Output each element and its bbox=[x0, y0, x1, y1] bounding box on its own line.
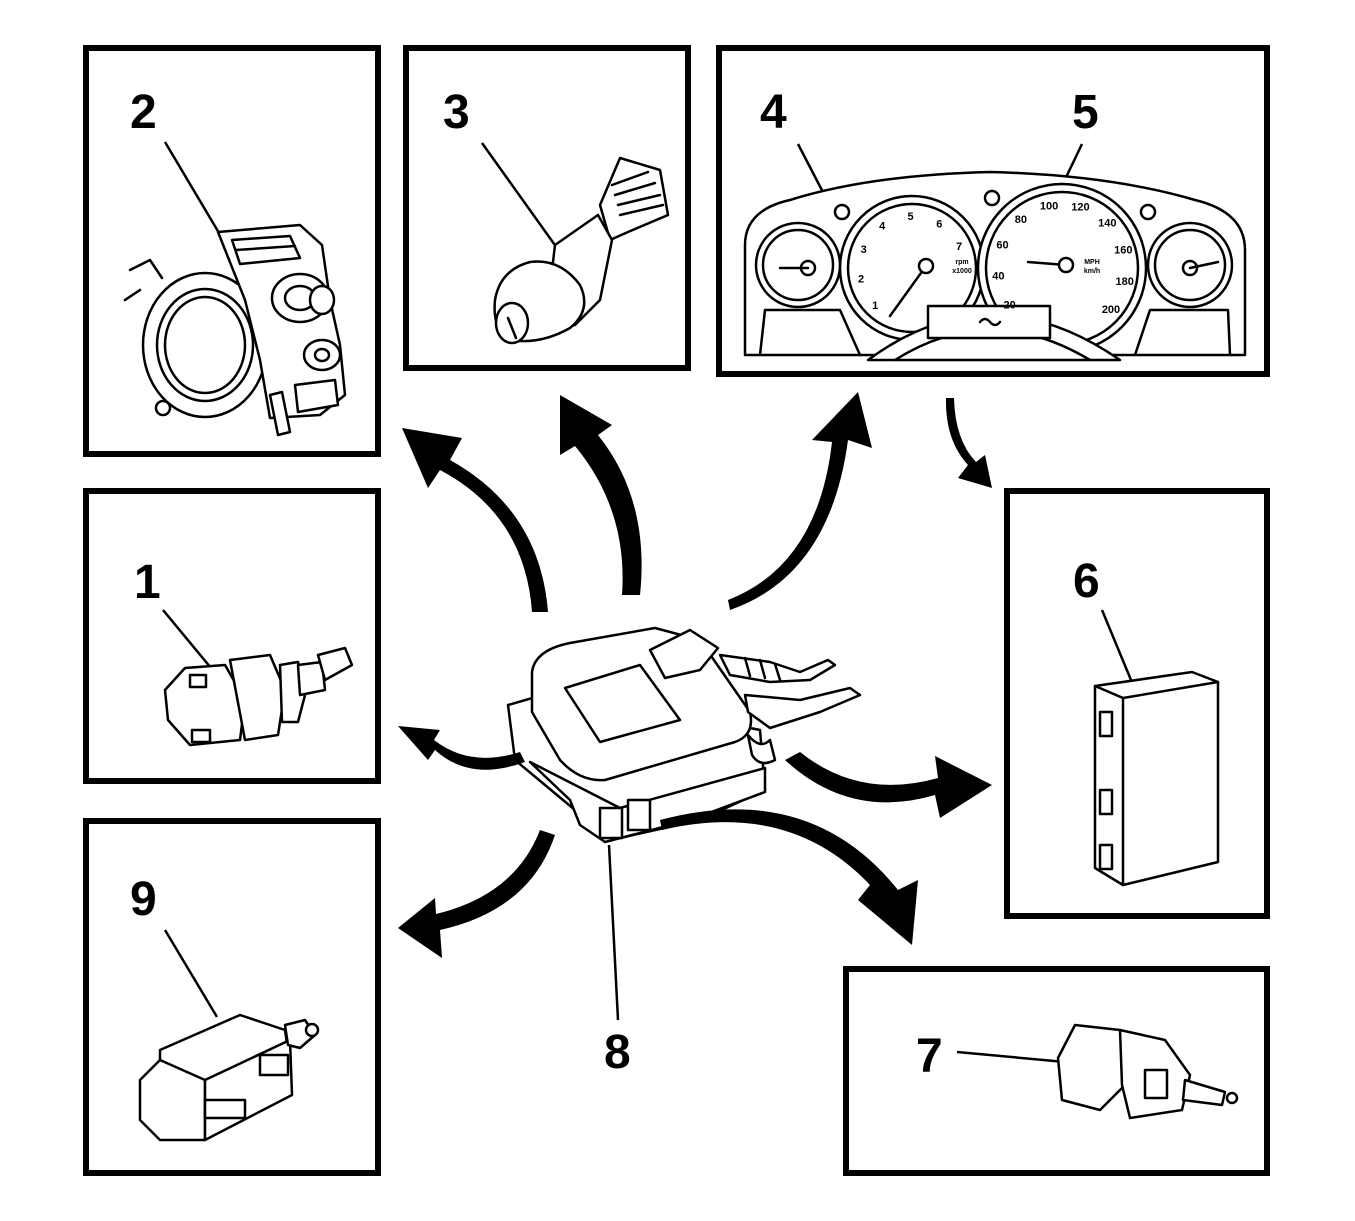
throttle-body-drawing bbox=[123, 223, 347, 437]
tach-unit-label: x1000 bbox=[952, 268, 972, 275]
speedo-tick-label: 140 bbox=[1098, 218, 1116, 230]
panel-9-switch: 9 bbox=[83, 818, 381, 1176]
cluster-drawing bbox=[743, 170, 1247, 362]
switch-drawing bbox=[493, 156, 670, 345]
panel-7-brake-switch: 7 bbox=[843, 966, 1270, 1176]
speedo-tick-label: 40 bbox=[992, 270, 1004, 282]
callout-5: 5 bbox=[1072, 86, 1099, 139]
arrow-to-panel-1 bbox=[398, 726, 525, 770]
tach-tick-label: 2 bbox=[858, 274, 864, 286]
tach-tick-label: 5 bbox=[907, 211, 913, 223]
arrows bbox=[398, 392, 992, 958]
gauge-labels: 1 2 34 5 6 7 rpm x1000 20 40 60 80 100 120 140 160 180 20… bbox=[858, 200, 1134, 316]
callout-6: 6 bbox=[1073, 555, 1100, 608]
central-module-8: 8 bbox=[506, 626, 862, 1079]
module-drawing bbox=[1093, 670, 1220, 887]
arrow-to-panel-2 bbox=[402, 428, 548, 612]
panel-3-switch: 3 bbox=[403, 45, 691, 371]
callout-7: 7 bbox=[916, 1030, 943, 1083]
speedo-tick-label: 180 bbox=[1116, 276, 1134, 288]
speedo-tick-label: 200 bbox=[1102, 304, 1120, 316]
callout-1: 1 bbox=[134, 556, 161, 609]
speedo-tick-label: 20 bbox=[1003, 300, 1015, 312]
speedo-tick-label: 80 bbox=[1015, 214, 1027, 226]
speedo-tick-label: 60 bbox=[996, 239, 1008, 251]
panel-6-module: 6 bbox=[1004, 488, 1270, 919]
arrow-cluster-to-panel-6 bbox=[945, 398, 992, 488]
callout-2: 2 bbox=[130, 86, 157, 139]
speedo-unit-label: km/h bbox=[1084, 268, 1100, 275]
callout-9: 9 bbox=[130, 873, 157, 926]
speedo-tick-label: 120 bbox=[1071, 202, 1089, 214]
tach-tick-label: 3 bbox=[861, 244, 867, 256]
arrow-to-panel-6 bbox=[785, 752, 992, 818]
callout-8: 8 bbox=[604, 1026, 631, 1079]
arrow-to-panel-7 bbox=[660, 809, 918, 945]
arrow-to-panel-4 bbox=[728, 392, 872, 610]
panel-1-sensor: 1 bbox=[83, 488, 381, 784]
arrow-to-panel-3 bbox=[560, 395, 642, 595]
tach-tick-label: 1 bbox=[872, 300, 878, 312]
callout-3: 3 bbox=[443, 86, 470, 139]
speedo-unit-label: MPH bbox=[1084, 259, 1100, 266]
tach-tick-label: 7 bbox=[956, 241, 962, 253]
tach-tick-label: 4 bbox=[879, 220, 886, 232]
tach-tick-label: 6 bbox=[936, 219, 942, 231]
sensor-drawing bbox=[163, 646, 354, 747]
arrow-to-panel-9 bbox=[398, 830, 555, 958]
callout-4: 4 bbox=[760, 86, 787, 139]
switch-9-drawing bbox=[138, 1013, 320, 1142]
panel-2-throttle-body: 2 bbox=[83, 45, 381, 457]
brake-switch-drawing bbox=[1056, 1023, 1239, 1120]
speedo-tick-label: 100 bbox=[1040, 200, 1058, 212]
panel-4-instrument-cluster: 4 5 bbox=[716, 45, 1270, 377]
tach-unit-label: rpm bbox=[955, 259, 968, 266]
speedo-tick-label: 160 bbox=[1114, 245, 1132, 257]
